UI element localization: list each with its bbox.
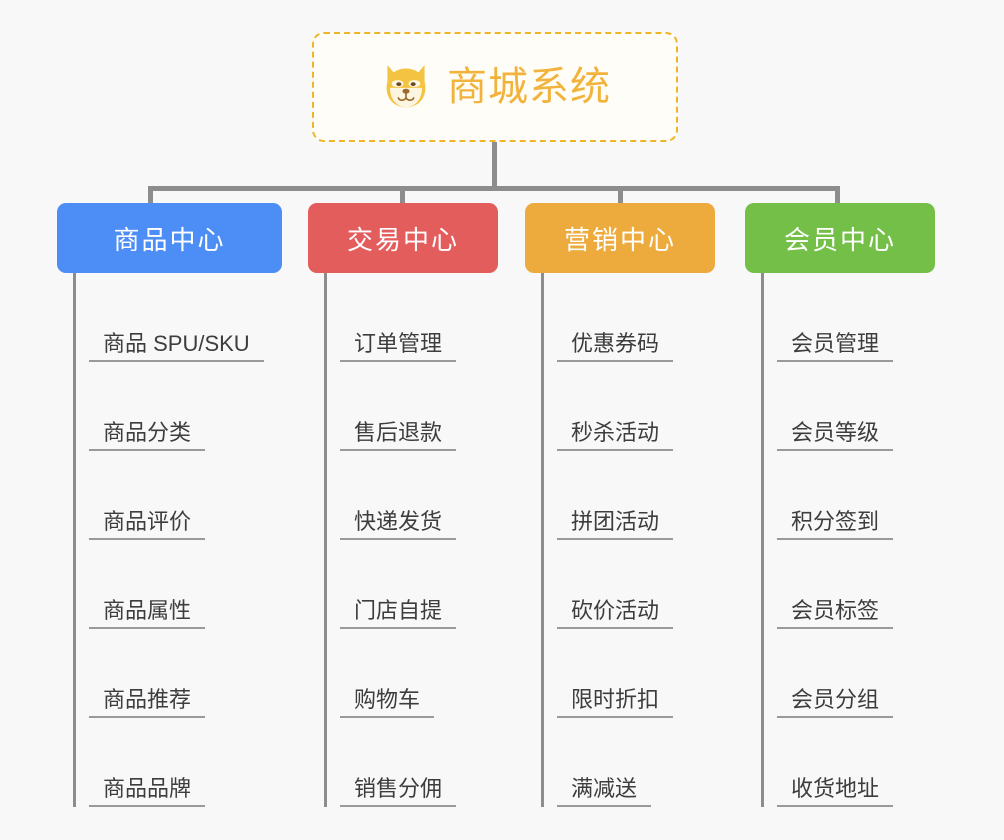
leaf-label: 秒杀活动 [557, 421, 674, 451]
list-item[interactable]: 会员等级 [745, 362, 935, 451]
leaf-label: 拼团活动 [557, 510, 674, 540]
leaf-label: 商品 SPU/SKU [89, 332, 264, 362]
list-item[interactable]: 购物车 [308, 629, 498, 718]
connector-drop-2 [400, 186, 405, 205]
leaf-label: 会员分组 [777, 688, 894, 718]
connector-drop-4 [835, 186, 840, 205]
list-item[interactable]: 商品推荐 [57, 629, 282, 718]
leaf-label: 快递发货 [340, 510, 457, 540]
leaf-label: 会员管理 [777, 332, 894, 362]
shiba-dog-icon [386, 65, 426, 108]
leaf-label: 限时折扣 [557, 688, 674, 718]
leaf-label: 门店自提 [340, 599, 457, 629]
list-item[interactable]: 订单管理 [308, 273, 498, 362]
branch-stem-4 [761, 273, 764, 807]
branch-stem-1 [73, 273, 76, 807]
leaf-label: 商品推荐 [89, 688, 206, 718]
root-node[interactable]: 商城系统 [312, 32, 678, 142]
leaf-label: 优惠券码 [557, 332, 674, 362]
category-header-trade-center[interactable]: 交易中心 [308, 203, 498, 273]
list-item[interactable]: 售后退款 [308, 362, 498, 451]
leaf-label: 会员等级 [777, 421, 894, 451]
root-title: 商城系统 [447, 65, 611, 109]
list-item[interactable]: 商品 SPU/SKU [57, 273, 282, 362]
list-item[interactable]: 商品属性 [57, 540, 282, 629]
leaf-label: 商品分类 [89, 421, 206, 451]
list-item[interactable]: 收货地址 [745, 718, 935, 807]
list-item[interactable]: 积分签到 [745, 451, 935, 540]
category-header-product-center[interactable]: 商品中心 [57, 203, 282, 273]
connector-drop-1 [148, 186, 153, 205]
branch-column-member-center: 会员中心 会员管理 会员等级 积分签到 会员标签 会员分组 收货地址 [745, 203, 935, 807]
list-item[interactable]: 商品评价 [57, 451, 282, 540]
leaf-list-member-center: 会员管理 会员等级 积分签到 会员标签 会员分组 收货地址 [745, 273, 935, 807]
leaf-label: 积分签到 [777, 510, 894, 540]
list-item[interactable]: 砍价活动 [525, 540, 715, 629]
branch-stem-3 [541, 273, 544, 807]
list-item[interactable]: 满减送 [525, 718, 715, 807]
list-item[interactable]: 会员管理 [745, 273, 935, 362]
list-item[interactable]: 销售分佣 [308, 718, 498, 807]
list-item[interactable]: 优惠券码 [525, 273, 715, 362]
category-header-marketing-center[interactable]: 营销中心 [525, 203, 715, 273]
branch-column-marketing-center: 营销中心 优惠券码 秒杀活动 拼团活动 砍价活动 限时折扣 满减送 [525, 203, 715, 807]
leaf-list-trade-center: 订单管理 售后退款 快递发货 门店自提 购物车 销售分佣 [308, 273, 498, 807]
connector-root-stem [492, 142, 497, 188]
leaf-label: 砍价活动 [557, 599, 674, 629]
list-item[interactable]: 商品分类 [57, 362, 282, 451]
connector-horizontal-bus [148, 186, 840, 191]
branch-stem-2 [324, 273, 327, 807]
list-item[interactable]: 会员分组 [745, 629, 935, 718]
leaf-label: 满减送 [557, 777, 652, 807]
leaf-label: 订单管理 [340, 332, 457, 362]
leaf-list-marketing-center: 优惠券码 秒杀活动 拼团活动 砍价活动 限时折扣 满减送 [525, 273, 715, 807]
branch-column-trade-center: 交易中心 订单管理 售后退款 快递发货 门店自提 购物车 销售分佣 [308, 203, 498, 807]
leaf-label: 商品品牌 [89, 777, 206, 807]
leaf-label: 会员标签 [777, 599, 894, 629]
list-item[interactable]: 门店自提 [308, 540, 498, 629]
leaf-label: 销售分佣 [340, 777, 457, 807]
leaf-label: 商品评价 [89, 510, 206, 540]
leaf-list-product-center: 商品 SPU/SKU 商品分类 商品评价 商品属性 商品推荐 商品品牌 [57, 273, 282, 807]
category-header-member-center[interactable]: 会员中心 [745, 203, 935, 273]
list-item[interactable]: 秒杀活动 [525, 362, 715, 451]
list-item[interactable]: 拼团活动 [525, 451, 715, 540]
leaf-label: 商品属性 [89, 599, 206, 629]
list-item[interactable]: 快递发货 [308, 451, 498, 540]
leaf-label: 购物车 [340, 688, 435, 718]
leaf-label: 收货地址 [777, 777, 894, 807]
connector-drop-3 [618, 186, 623, 205]
branch-column-product-center: 商品中心 商品 SPU/SKU 商品分类 商品评价 商品属性 商品推荐 商品品牌 [57, 203, 282, 807]
list-item[interactable]: 限时折扣 [525, 629, 715, 718]
list-item[interactable]: 商品品牌 [57, 718, 282, 807]
leaf-label: 售后退款 [340, 421, 457, 451]
list-item[interactable]: 会员标签 [745, 540, 935, 629]
